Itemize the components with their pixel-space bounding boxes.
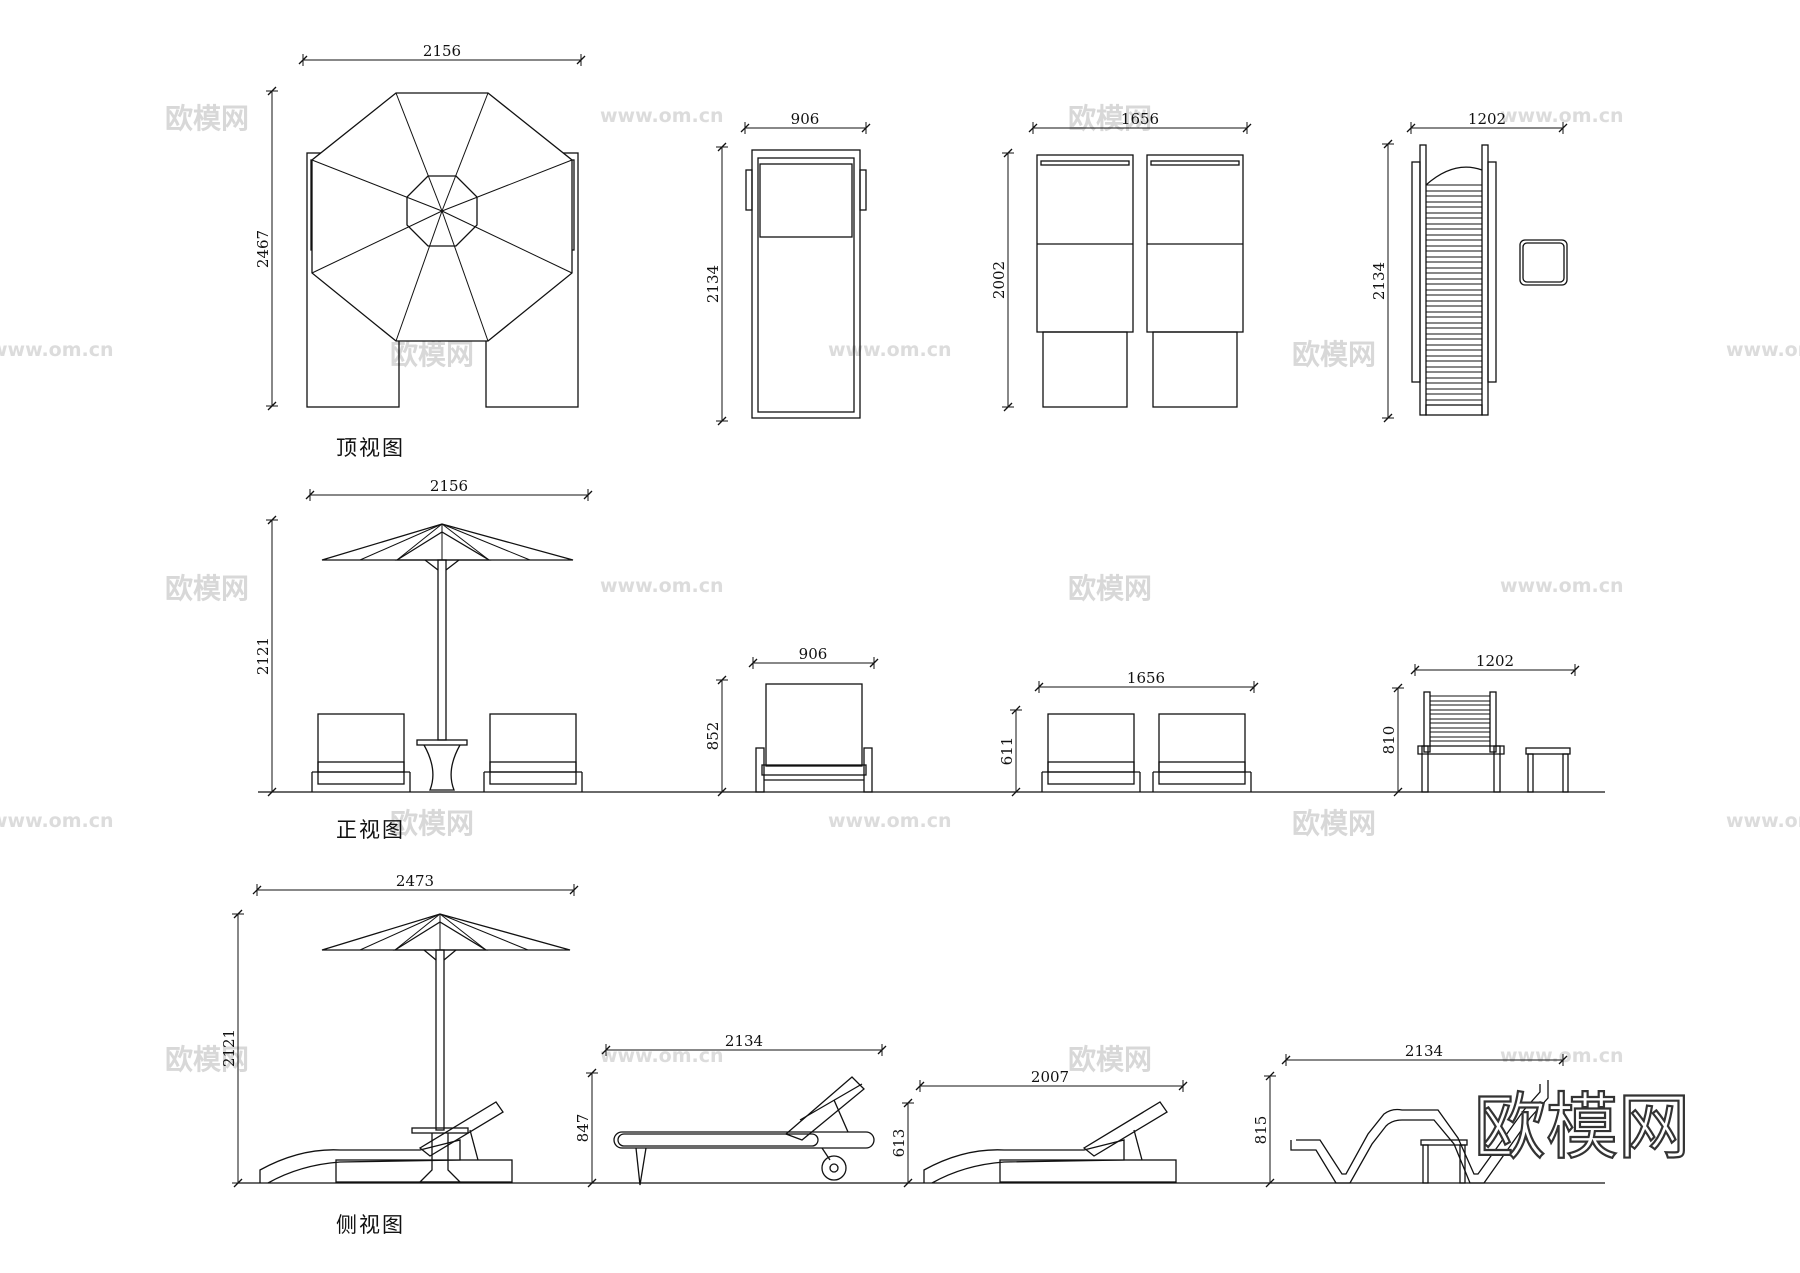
watermark-brand: 欧模网 [390, 338, 474, 371]
dim-label-depth: 2134 [1370, 262, 1388, 300]
watermark-brand: 欧模网 [1292, 338, 1376, 371]
dim-label-height: 2121 [254, 637, 272, 675]
dim-label-width: 2156 [430, 477, 468, 495]
top-view-single-lounger: 906 2134 [704, 110, 871, 426]
watermark-layer: 欧模网 欧模网 欧模网 欧模网 欧模网 欧模网 欧模网 欧模网 欧模网 欧模网 … [0, 102, 1800, 1076]
front-view-umbrella-set: 2156 2121 [254, 477, 593, 797]
brand-logo: 欧模网 [1474, 1085, 1690, 1169]
watermark-url: www.om.cn [828, 339, 952, 361]
dim-label-width: 1656 [1121, 110, 1159, 128]
watermark-brand: 欧模网 [1292, 807, 1376, 840]
dim-label-width: 2134 [725, 1032, 763, 1050]
watermark-url: www.om.cn [600, 1045, 724, 1067]
dim-label-width: 2473 [396, 872, 434, 890]
side-view-umbrella-set: 2473 2121 [220, 872, 579, 1188]
watermark-url: www.om.cn [1500, 575, 1624, 597]
top-view-slatted-lounger: 1202 2134 [1370, 110, 1568, 423]
front-view-slatted-lounger: 1202 810 [1380, 652, 1580, 797]
watermark-brand: 欧模网 [165, 102, 249, 135]
dim-label-depth: 2467 [254, 230, 272, 268]
watermark-url: www.om.cn [828, 810, 952, 832]
view-label-top: 顶视图 [336, 436, 405, 460]
top-view-pair-loungers: 1656 2002 [990, 110, 1252, 412]
watermark-brand: 欧模网 [1068, 572, 1152, 605]
watermark-url: www.om.cn [1726, 339, 1800, 361]
dim-label-height: 852 [704, 722, 722, 751]
watermark-brand: 欧模网 [165, 1043, 249, 1076]
watermark-brand: 欧模网 [165, 572, 249, 605]
dim-label-width: 1656 [1127, 669, 1165, 687]
dim-label-depth: 2134 [704, 265, 722, 303]
side-view-slatted-lounger: 2134 815 [1252, 1042, 1568, 1188]
front-view-single-lounger: 906 852 [704, 645, 879, 797]
watermark-url: www.om.cn [600, 575, 724, 597]
top-view-umbrella-set: 2156 2467 [254, 42, 586, 411]
dim-label-width: 2156 [423, 42, 461, 60]
dim-label-height: 815 [1252, 1116, 1270, 1145]
watermark-brand: 欧模网 [390, 807, 474, 840]
side-view-pair-lounger: 2007 613 [890, 1068, 1188, 1188]
watermark-url: www.om.cn [0, 810, 114, 832]
dim-label-height: 613 [890, 1129, 908, 1158]
dim-label-height: 847 [574, 1114, 592, 1143]
dim-label-height: 611 [998, 737, 1016, 766]
side-view-single-lounger: 2134 847 [574, 1032, 887, 1188]
view-label-side: 侧视图 [336, 1213, 405, 1237]
watermark-url: www.om.cn [600, 105, 724, 127]
watermark-url: www.om.cn [0, 339, 114, 361]
dim-label-width: 1202 [1476, 652, 1514, 670]
watermark-url: www.om.cn [1500, 1045, 1624, 1067]
front-view-pair-loungers: 1656 611 [998, 669, 1259, 797]
dim-label-width: 906 [799, 645, 828, 663]
dim-label-width: 906 [791, 110, 820, 128]
dim-label-height: 2121 [220, 1029, 238, 1067]
watermark-brand: 欧模网 [1068, 102, 1152, 135]
dim-label-depth: 2002 [990, 261, 1008, 299]
dim-label-height: 810 [1380, 726, 1398, 755]
dim-label-width: 2134 [1405, 1042, 1443, 1060]
dim-label-width: 1202 [1468, 110, 1506, 128]
dim-label-width: 2007 [1031, 1068, 1069, 1086]
view-label-front: 正视图 [336, 818, 405, 842]
watermark-url: www.om.cn [1500, 105, 1624, 127]
watermark-url: www.om.cn [1726, 810, 1800, 832]
watermark-brand: 欧模网 [1068, 1043, 1152, 1076]
